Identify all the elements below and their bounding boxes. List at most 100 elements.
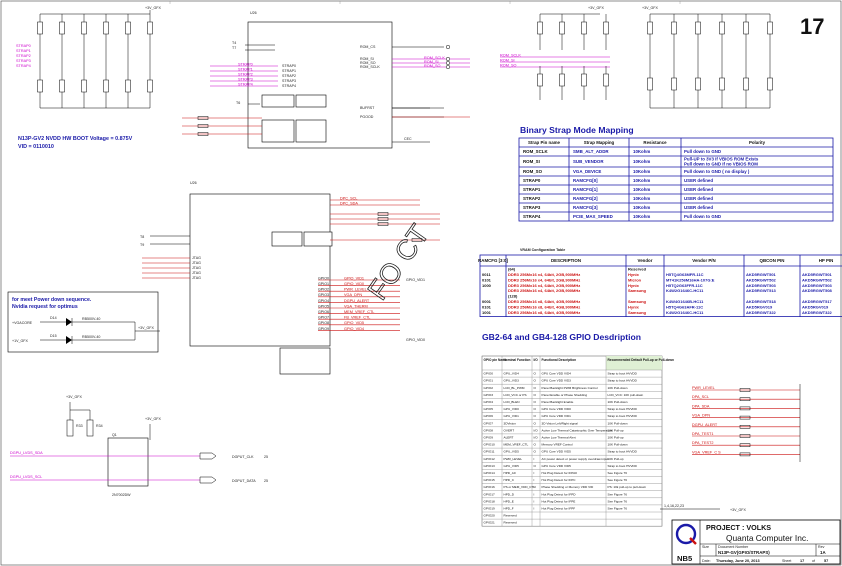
gpio-table-cell: Hot Plug Detect for IFPF	[542, 507, 576, 511]
rom-net-label: ROM_SCLK	[500, 53, 521, 57]
gpio-table-cell: Panel Enable or Phase Shedding	[542, 393, 588, 397]
gpio-table-cell: O	[534, 407, 537, 411]
logo-text: NB5	[677, 554, 693, 563]
gpio-table-cell: See Figure 76	[608, 492, 628, 496]
gpio-table-header: Nominal Function	[504, 358, 531, 362]
vram-table-cell: AKD5RGWT518	[746, 299, 777, 304]
svg-text:T6: T6	[236, 101, 240, 105]
vram-table-cell: 0001	[482, 299, 492, 304]
gpio-net-label: PWR_LEVEL	[344, 288, 367, 292]
gpio-table-cell: Hot Plug Detect for IFPD	[542, 492, 577, 496]
strap-pulldown-resistor	[81, 79, 87, 93]
gpio-table-cell: 10K Pull-down	[608, 386, 628, 390]
right-pulldown-resistor	[695, 77, 701, 91]
gpio-pin-name: GPIO6	[318, 310, 329, 314]
nvdd-boot-note-line2: VID = 0110010	[18, 144, 54, 150]
gpio-table-cell: Active Low Thermal Catastrophic Over Tem…	[542, 428, 613, 432]
gpio-table-cell: See Figure 76	[608, 478, 628, 482]
multistrap-resistor	[197, 116, 209, 120]
gpio-table-cell: See Figure 76	[608, 471, 628, 475]
strap-table-cell: Pull down to GND if no VBIOS ROM	[684, 161, 758, 166]
right-pullup-resistor	[671, 21, 677, 35]
vram-table-frame	[479, 254, 842, 317]
gpio-table-cell: I	[534, 507, 535, 511]
vram-table-cell: AKD5RGWT501	[746, 272, 777, 277]
vram-table-cell: Hynix	[628, 304, 640, 309]
gpio-table-cell: Active Low Thermal Alert	[542, 436, 576, 440]
gpio-table-cell: O	[534, 379, 537, 383]
size-label: Size	[702, 545, 709, 549]
project-name: PROJECT : VOLKS	[706, 523, 771, 532]
dpc-net-label: DPC_SCL	[340, 196, 358, 200]
vram-table-cell: DDR3 256Mx16 x4, 64bit, 2GB,900MHz	[508, 283, 580, 288]
sheet-index: 17	[800, 559, 804, 563]
gpio-table-cell: 10K Pull-down	[608, 421, 628, 425]
quanta-logo-icon: NB5	[675, 523, 697, 563]
rom-pullup-resistor	[537, 21, 543, 35]
strap-table-cell: 10Kohm	[633, 187, 650, 192]
gpio-table-cell: 10K Pull-down	[608, 400, 628, 404]
rom-pin-name: ROM_CS	[360, 45, 376, 49]
level-shift-in-scl: DGPU_LVDS_SCL	[10, 475, 42, 479]
test-point	[445, 64, 451, 70]
rom-pin-name: ROM_SI	[360, 57, 374, 61]
vram-table-cell: (128)	[508, 294, 518, 299]
vram-table-cell: Samsung	[628, 299, 647, 304]
gpio-table-cell: Strap to boot HVVDD	[608, 372, 638, 376]
gpio-table-cell: GPIO9	[484, 436, 494, 440]
gpu-ref-label: U26	[250, 11, 257, 15]
gpio-pin-name: GPIO7	[318, 316, 329, 320]
strap-table-cell: ROM_SI	[523, 159, 540, 164]
rom-pullup-resistor	[581, 21, 587, 35]
gpio-table-cell: Memory VREF Control	[542, 443, 573, 447]
gpio-table-cell: PS or MEM_VDD_CTL	[504, 485, 536, 489]
vram-table-cell: DDR3 256Mx16 x8, 64bit, 4GB,900MHz	[508, 310, 580, 315]
gpio-table-cell: GPIO21	[484, 521, 495, 525]
gpio-table-cell: PWR_LEVEL	[504, 457, 523, 461]
right-net-resistor	[739, 388, 751, 392]
vram-table-cell: Micron	[628, 277, 642, 282]
multistrap-resistor	[197, 132, 209, 136]
left-strap-net-label: STRAP1	[16, 49, 31, 53]
gpio-table-cell: 10K Pull-up	[608, 428, 624, 432]
strap-pulldown-resistor	[103, 79, 109, 93]
document-number: N13P-GV(GPIO/STRAPS)	[718, 550, 770, 555]
strap-pin-name: STRAP0	[282, 64, 296, 68]
gpio-table-cell: See Figure 76	[608, 499, 628, 503]
strap-pullup-resistor	[103, 21, 109, 35]
level-shift-part: 2N7002DW	[112, 493, 131, 497]
strap-table-cell: USER defined	[684, 205, 713, 210]
jtag-pin-name: JTAG	[192, 271, 201, 275]
strap-net-label: STRAP0	[238, 62, 253, 66]
power-net-vgacore: +VGACORE	[12, 321, 33, 325]
vram-table-cell: AKD5RGWT513	[746, 288, 777, 293]
strap-pin-name: STRAP4	[282, 84, 296, 88]
gpio-table-cell: I/O	[534, 436, 539, 440]
strap-pulldown-resistor	[125, 79, 131, 93]
gpio-table-cell: 10K Pull-up	[608, 436, 624, 440]
gpio-table-cell: HPD_D	[504, 492, 515, 496]
gpio-table-cell: GPIO10	[484, 443, 495, 447]
level-shift-in-sda: DGPU_LVDS_SDA	[10, 451, 43, 455]
vram-table-cell: 1001	[482, 310, 492, 315]
right-pullup-resistor	[647, 21, 653, 35]
right-net-label: DPA_TEST1	[692, 432, 713, 436]
gpio-table-cell: HPD_A0	[504, 471, 516, 475]
vram-table-cell: AKD5RGWT517	[802, 299, 833, 304]
gpio-table-cell: GPIO19	[484, 507, 495, 511]
nvdd-boot-note-line1: N13P-GV2 NVDD HW BOOT Voltage = 0.875V	[18, 136, 133, 142]
gpio-net-label: DGPU_ALERT	[344, 299, 370, 303]
right-net-resistor	[739, 452, 751, 457]
rom-pulldown-resistor	[581, 73, 587, 87]
vram-table-header: DESCRIPTION	[551, 258, 581, 263]
gpio-table-cell: GPIO5	[484, 407, 494, 411]
gpio-table-cell: O	[534, 414, 537, 418]
vram-table-cell: AKD5RGWT501	[802, 272, 833, 277]
gpio-table-cell: Hot Plug Detect for IFPE	[542, 499, 576, 503]
gpio-table-header: GPIO pin Name	[484, 358, 507, 362]
strap-pullup-resistor	[147, 21, 153, 35]
